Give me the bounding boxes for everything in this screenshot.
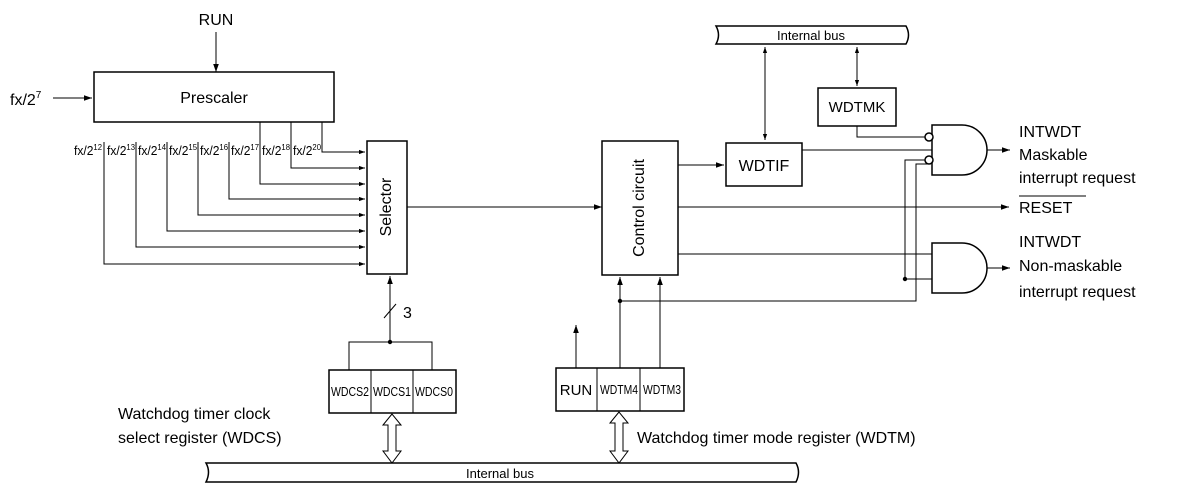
wdcs-label-line1: Watchdog timer clock [118, 406, 271, 423]
wdtm4-bit: WDTM4 [600, 383, 638, 397]
tap-label-12: fx/212 [74, 143, 103, 158]
tap-label-14: fx/214 [138, 143, 167, 158]
and-gate-nonmaskable [931, 242, 988, 294]
run-input-label: RUN [199, 12, 234, 29]
wdcs-bus-double-arrow [381, 413, 403, 464]
mask-feedback-line [904, 159, 925, 279]
internal-bus-top [714, 25, 910, 45]
tap-label-17: fx/217 [231, 143, 260, 158]
wdtif-block [725, 142, 803, 187]
wdcs2-bit: WDCS2 [331, 385, 369, 399]
prescaler-label: Prescaler [180, 90, 248, 107]
tap-label-20: fx/220 [293, 143, 322, 158]
wdcs1-bit: WDCS1 [373, 385, 411, 399]
intwdt-maskable-signal: INTWDT [1019, 124, 1081, 141]
prescaler-taps: fx/212 fx/213 fx/214 fx/215 fx/216 fx/21… [74, 143, 322, 158]
tap-lines [103, 122, 365, 267]
wdtm3-bit: WDTM3 [643, 383, 681, 397]
tap-label-15: fx/215 [169, 143, 198, 158]
internal-bus-bottom-label: Internal bus [466, 466, 534, 481]
wdtm4-feedback-line [620, 163, 931, 302]
wdtm-register: RUN WDTM4 WDTM3 [555, 367, 685, 412]
intwdt-nonmaskable-line1: Non-maskable [1019, 258, 1122, 275]
run-bit: RUN [560, 382, 593, 399]
and-gate-maskable [924, 124, 988, 176]
wdcs0-bit: WDCS0 [415, 385, 453, 399]
wdtm-label: Watchdog timer mode register (WDTM) [637, 430, 916, 447]
tap-label-18: fx/218 [262, 143, 291, 158]
bus-width-label: 3 [403, 305, 412, 322]
bus-width-tick [383, 303, 397, 319]
wdtmk-to-and-line [856, 126, 925, 138]
intwdt-nonmaskable-line2: interrupt request [1019, 284, 1136, 301]
wdtif-label: WDTIF [739, 158, 790, 175]
wdcs-bit-join [348, 341, 433, 370]
wdtm-bus-double-arrow [608, 411, 630, 464]
tap-label-16: fx/216 [200, 143, 229, 158]
tap-label-13: fx/213 [107, 143, 136, 158]
prescaler-block [93, 71, 335, 123]
internal-bus-top-label: Internal bus [777, 28, 845, 43]
control-circuit-label: Control circuit [631, 159, 648, 257]
intwdt-maskable-line2: interrupt request [1019, 170, 1136, 187]
selector-label: Selector [378, 177, 395, 236]
intwdt-maskable-line1: Maskable [1019, 147, 1088, 164]
internal-bus-bottom [204, 462, 800, 483]
control-circuit-block [601, 140, 679, 276]
wdcs-register: WDCS2 WDCS1 WDCS0 [328, 369, 457, 414]
intwdt-nonmaskable-signal: INTWDT [1019, 234, 1081, 251]
reset-output-label: RESET [1019, 200, 1073, 217]
wdtmk-label: WDTMK [829, 99, 886, 116]
selector-block [366, 140, 408, 275]
fx-input-label: fx/27 [10, 90, 42, 109]
wdcs-label-line2: select register (WDCS) [118, 430, 282, 447]
